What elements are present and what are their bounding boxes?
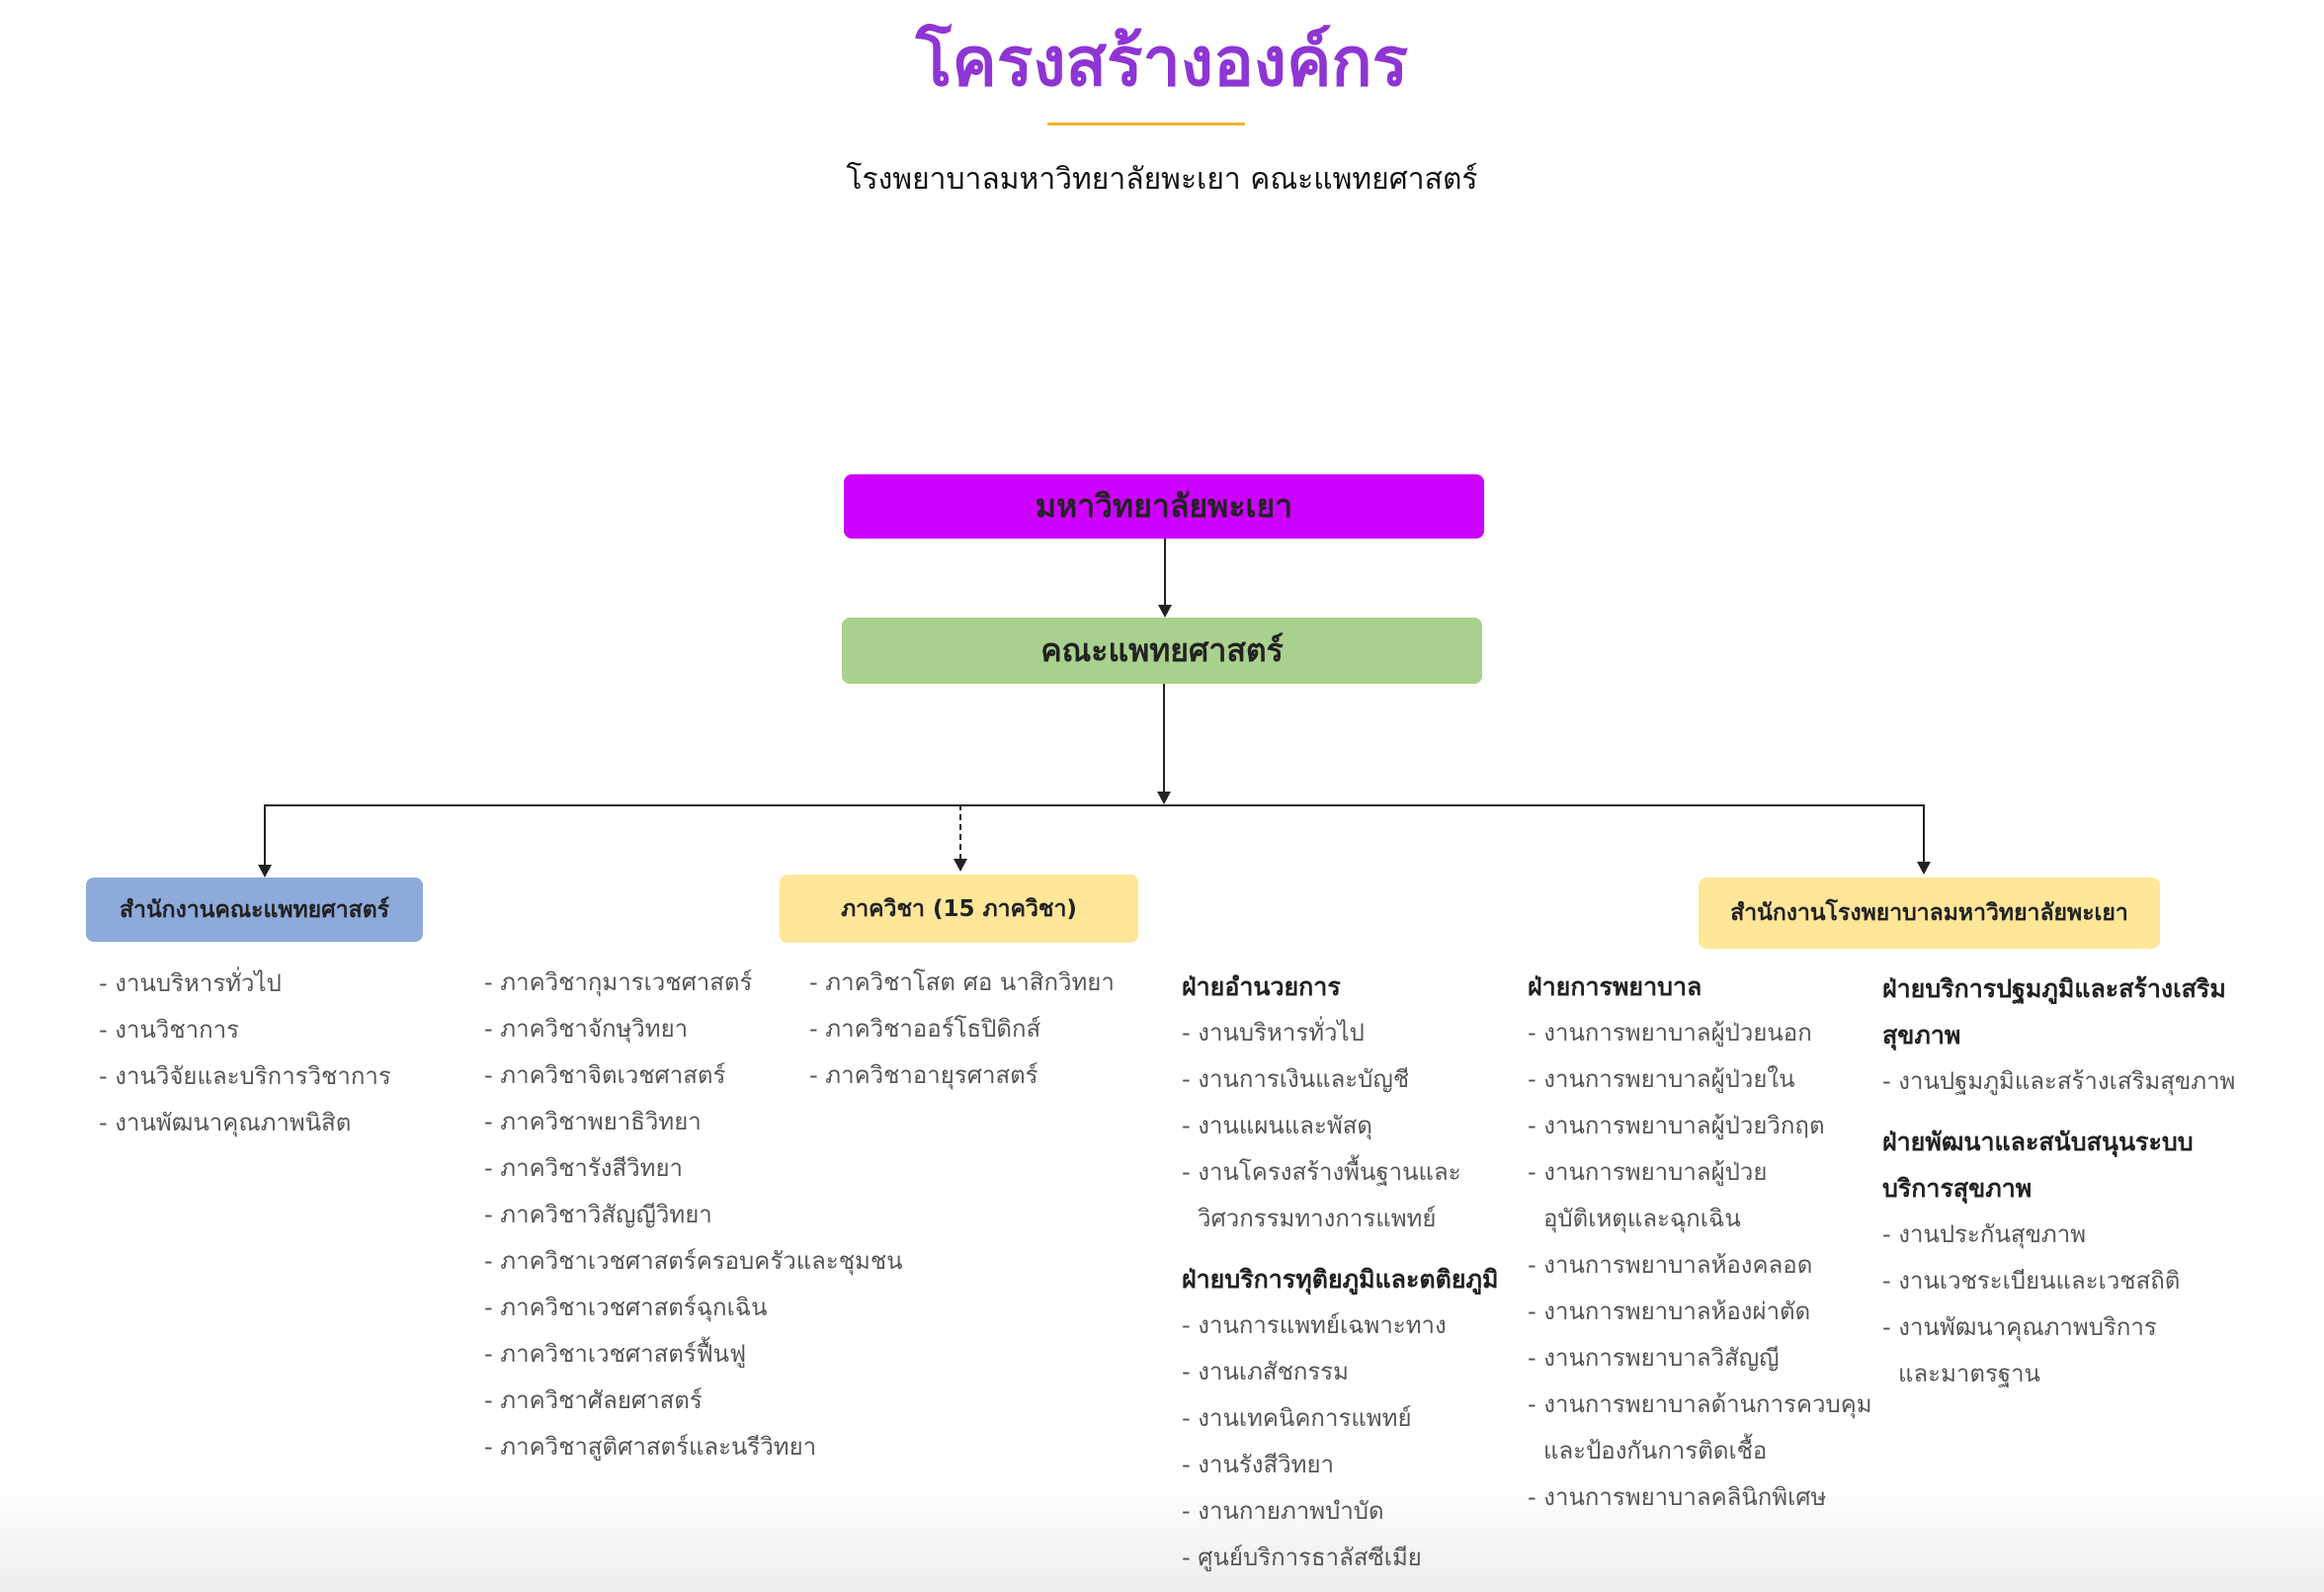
connector-university-faculty [1164, 539, 1166, 606]
title-underline [1047, 123, 1245, 126]
list-item: - งานพัฒนาคุณภาพนิสิต [99, 1109, 352, 1136]
section-heading: สุขภาพ [1882, 1021, 1961, 1049]
list-item: - ภาควิชาพยาธิวิทยา [484, 1108, 702, 1135]
list-item: - งานการพยาบาลผู้ป่วยนอก [1528, 1019, 1812, 1047]
node-hospital-office: สำนักงานโรงพยาบาลมหาวิทยาลัยพะเยา [1699, 878, 2160, 949]
list-item: - งานประกันสุขภาพ [1882, 1220, 2087, 1248]
list-departments-a: - ภาควิชากุมารเวชศาสตร์ - ภาควิชาจักษุวิท… [484, 960, 903, 1470]
connector-horizontal [264, 804, 1925, 806]
list-item: - ภาควิชากุมารเวชศาสตร์ [484, 968, 753, 996]
bottom-fade [0, 1483, 2324, 1592]
list-item: - งานแผนและพัสดุ [1182, 1112, 1372, 1139]
node-faculty-office: สำนักงานคณะแพทยศาสตร์ [86, 878, 423, 942]
page-subtitle: โรงพยาบาลมหาวิทยาลัยพะเยา คณะแพทยศาสตร์ [846, 162, 1478, 197]
list-item: - ภาควิชาอายุรศาสตร์ [809, 1061, 1038, 1089]
list-item: - งานการพยาบาลห้องผ่าตัด [1528, 1298, 1811, 1325]
list-item: - งานบริหารทั่วไป [99, 969, 282, 997]
list-item: - งานเทคนิคการแพทย์ [1182, 1404, 1412, 1432]
page-title: โครงสร้างองค์กร [915, 24, 1409, 102]
list-item: - งานปฐมภูมิและสร้างเสริมสุขภาพ [1882, 1067, 2236, 1095]
list-item: - งานเภสัชกรรม [1182, 1358, 1349, 1385]
list-item: - ภาควิชาเวชศาสตร์ฟื้นฟู [484, 1340, 747, 1368]
node-departments: ภาควิชา (15 ภาควิชา) [780, 875, 1138, 943]
arrowhead [1917, 862, 1931, 875]
section-heading: ฝ่ายอำนวยการ [1182, 972, 1341, 1001]
list-item: วิศวกรรมทางการแพทย์ [1198, 1205, 1437, 1232]
list-item: - งานการพยาบาลผู้ป่วยวิกฤต [1528, 1112, 1825, 1139]
list-item: - ภาควิชาจิตเวชศาสตร์ [484, 1061, 726, 1089]
list-item: - งานการพยาบาลวิสัญญี [1528, 1344, 1780, 1372]
node-university: มหาวิทยาลัยพะเยา [844, 474, 1484, 539]
list-nursing: ฝ่ายการพยาบาล - งานการพยาบาลผู้ป่วยนอก - ง… [1528, 964, 1872, 1521]
arrowhead [954, 859, 967, 872]
list-item: - ศูนย์บริการธาลัสซีเมีย [1182, 1544, 1422, 1571]
list-item: - ภาควิชาโสต ศอ นาสิกวิทยา [809, 968, 1115, 996]
section-heading: ฝ่ายบริการทุติยภูมิและตติยภูมิ [1182, 1265, 1499, 1294]
list-item: - งานเวชระเบียนและเวชสถิติ [1882, 1267, 2181, 1295]
arrowhead [258, 865, 272, 878]
arrowhead [1157, 792, 1171, 804]
connector-faculty-down [1163, 684, 1165, 793]
list-item: - งานพัฒนาคุณภาพบริการ [1882, 1313, 2157, 1341]
connector-departments-dashed [959, 804, 961, 860]
list-item: - ภาควิชาศัลยศาสตร์ [484, 1386, 703, 1414]
connector-hospital [1923, 804, 1925, 863]
list-item: - ภาควิชาจักษุวิทยา [484, 1015, 689, 1043]
list-item: - งานการพยาบาลผู้ป่วย [1528, 1158, 1768, 1186]
list-item: - งานการพยาบาลด้านการควบคุม [1528, 1390, 1872, 1418]
list-item: - งานโครงสร้างพื้นฐานและ [1182, 1158, 1461, 1186]
list-item: - งานบริหารทั่วไป [1182, 1019, 1365, 1047]
list-departments-b: - ภาควิชาโสต ศอ นาสิกวิทยา - ภาควิชาออร์โ… [809, 960, 1115, 1099]
list-item: - งานการพยาบาลคลินิกพิเศษ [1528, 1483, 1827, 1511]
section-heading: บริการสุขภาพ [1882, 1174, 2033, 1203]
list-item: - งานวิจัยและบริการวิชาการ [99, 1062, 391, 1090]
list-item: - งานวิชาการ [99, 1016, 240, 1044]
list-item: - ภาควิชาสูติศาสตร์และนรีวิทยา [484, 1433, 817, 1461]
list-item: - ภาควิชาเวชศาสตร์ฉุกเฉิน [484, 1294, 768, 1321]
list-item: - งานการแพทย์เฉพาะทาง [1182, 1311, 1447, 1339]
list-item: - งานการเงินและบัญชี [1182, 1065, 1410, 1093]
list-faculty-office: - งานบริหารทั่วไป - งานวิชาการ - งานวิจัยแ… [99, 961, 391, 1146]
list-item: - ภาควิชาเวชศาสตร์ครอบครัวและชุมชน [484, 1247, 903, 1275]
arrowhead [1158, 605, 1172, 618]
connector-office [264, 804, 266, 866]
list-item: - ภาควิชาวิสัญญีวิทยา [484, 1201, 712, 1228]
section-heading: ฝ่ายพัฒนาและสนับสนุนระบบ [1882, 1128, 2194, 1156]
list-item: - งานรังสีวิทยา [1182, 1451, 1334, 1478]
list-item: - ภาควิชาออร์โธปิดิกส์ [809, 1015, 1041, 1043]
list-item: และมาตรฐาน [1898, 1360, 2040, 1387]
list-item: - งานกายภาพบำบัด [1182, 1497, 1384, 1525]
list-item: - งานการพยาบาลผู้ป่วยใน [1528, 1065, 1795, 1093]
list-administration: ฝ่ายอำนวยการ - งานบริหารทั่วไป - งานการเงิ… [1182, 964, 1499, 1581]
list-item: อุบัติเหตุและฉุกเฉิน [1543, 1205, 1741, 1232]
section-heading: ฝ่ายการพยาบาล [1528, 972, 1702, 1001]
list-item: - งานการพยาบาลห้องคลอด [1528, 1251, 1813, 1279]
list-item: และป้องกันการติดเชื้อ [1543, 1437, 1768, 1465]
node-faculty: คณะแพทยศาสตร์ [842, 618, 1482, 684]
list-item: - ภาควิชารังสีวิทยา [484, 1154, 683, 1182]
section-heading: ฝ่ายบริการปฐมภูมิและสร้างเสริม [1882, 974, 2226, 1003]
list-primary-care: ฝ่ายบริการปฐมภูมิและสร้างเสริมสุขภาพ - งา… [1882, 965, 2235, 1397]
